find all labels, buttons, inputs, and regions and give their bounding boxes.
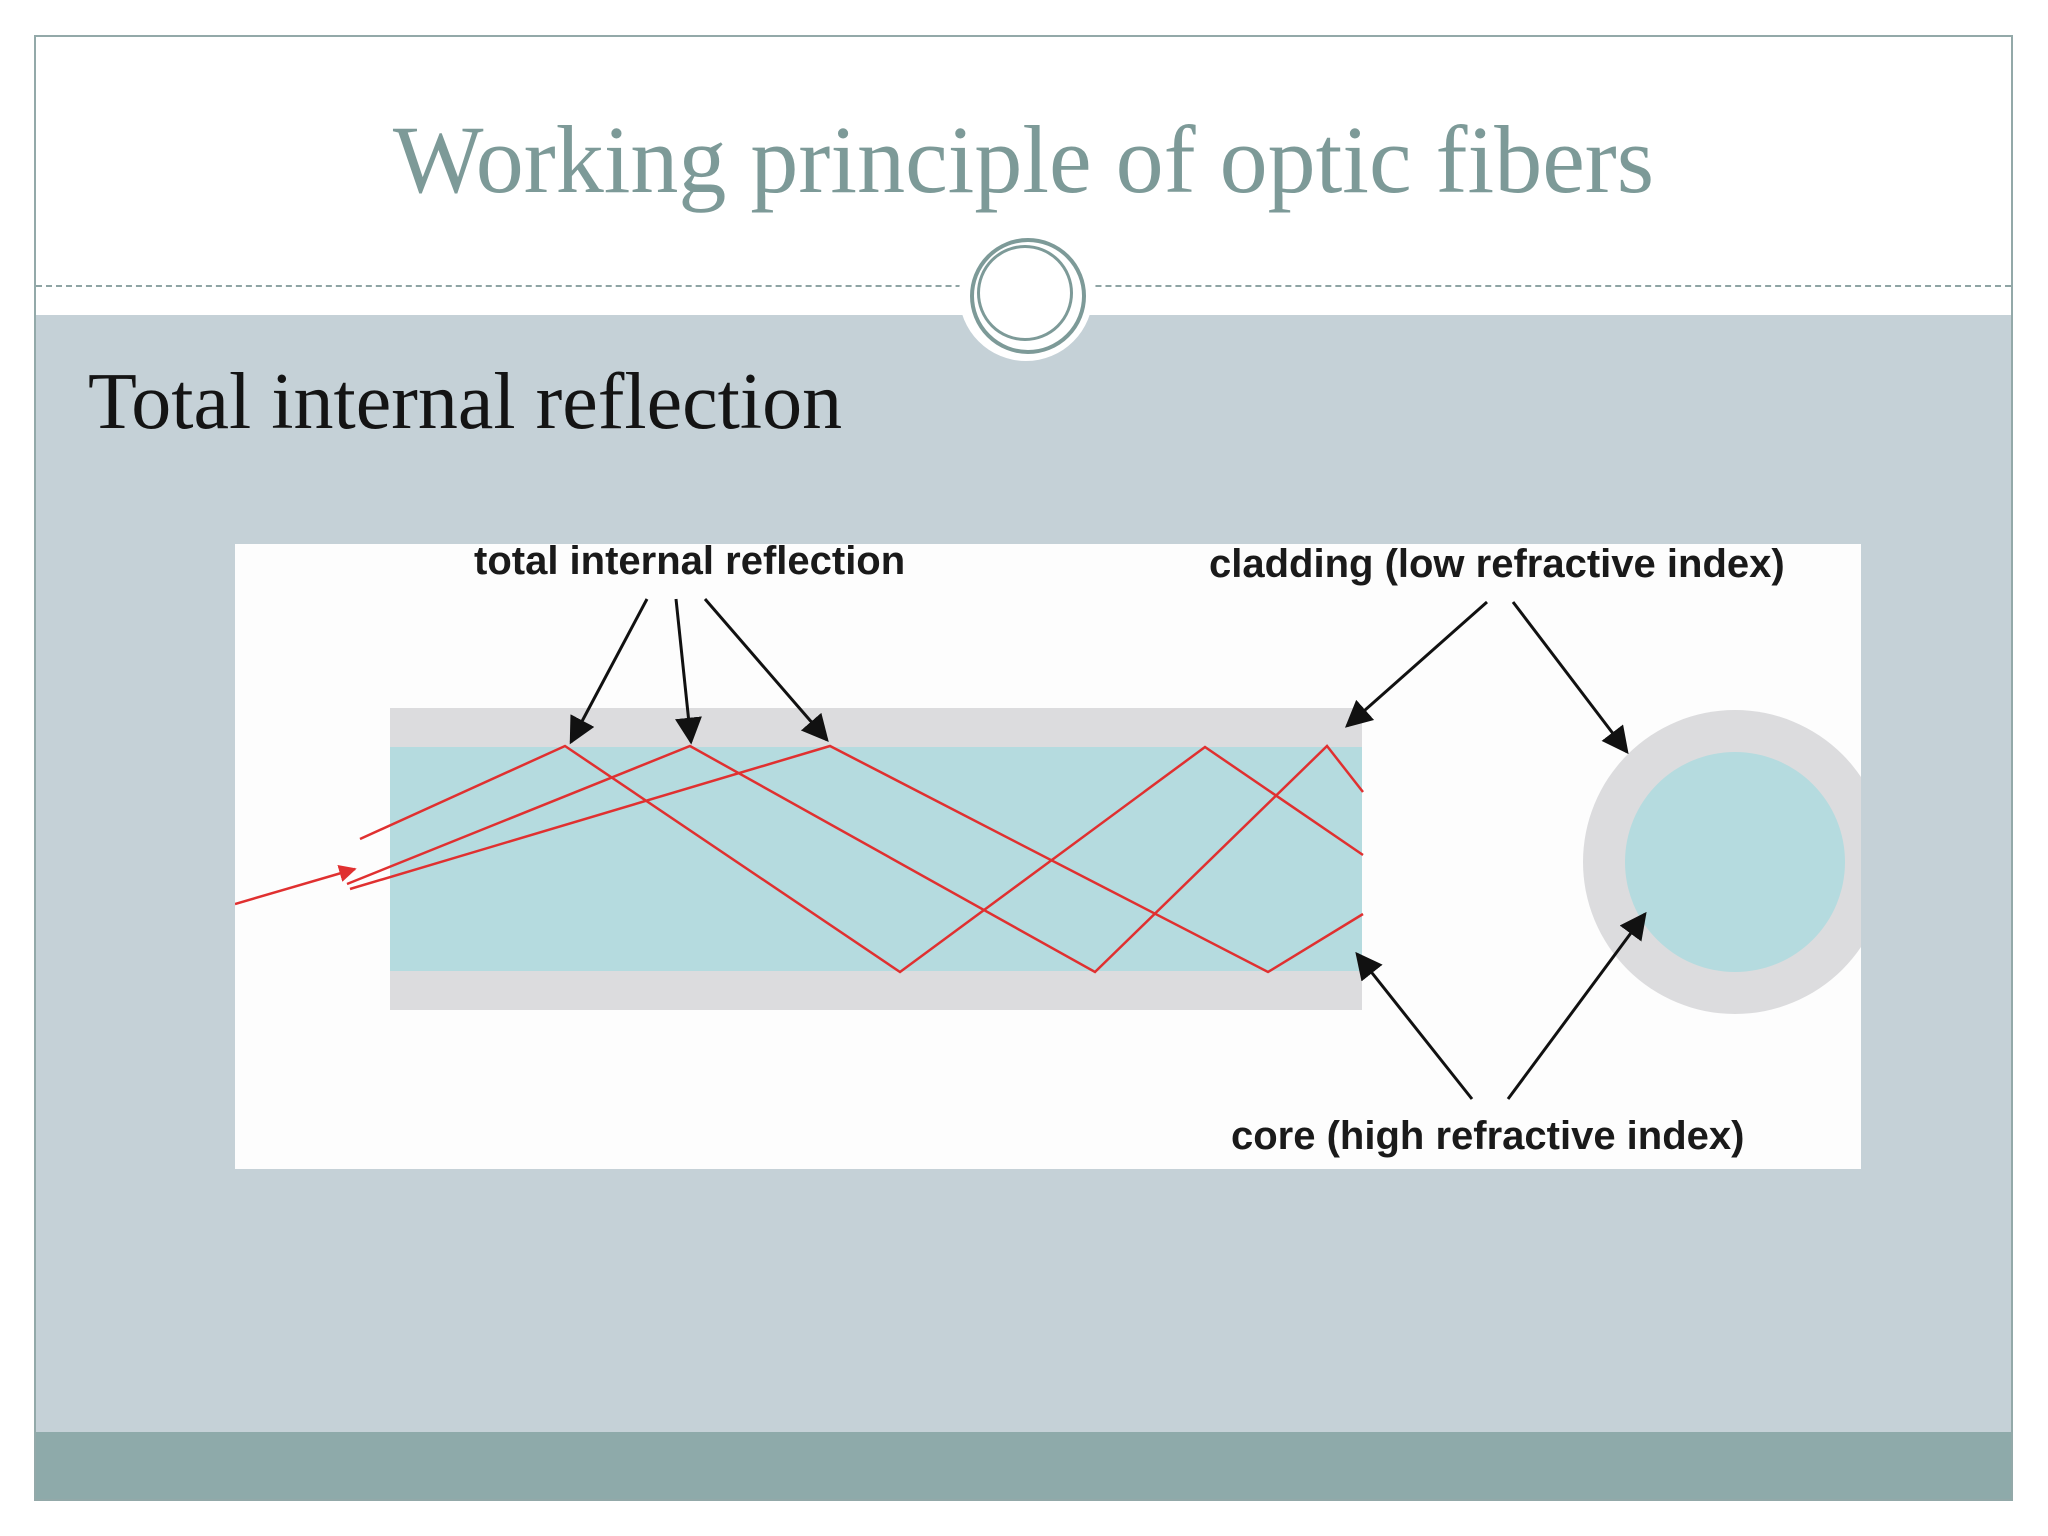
callout-arrows xyxy=(569,598,1647,1100)
cladding-arrow-cross xyxy=(1511,601,1629,755)
core-arrow-side xyxy=(1355,951,1474,1100)
core-label: core (high refractive index) xyxy=(1231,1114,1744,1158)
fiber-diagram-svg: total internal reflection cladding (low … xyxy=(235,544,1861,1158)
incident-ray xyxy=(235,865,357,906)
tir-label: total internal reflection xyxy=(474,544,905,583)
core-strip xyxy=(390,747,1362,971)
slide: Working principle of optic fibers Total … xyxy=(34,35,2013,1501)
cladding-label: cladding (low refractive index) xyxy=(1209,544,1785,586)
footer-band xyxy=(36,1432,2011,1499)
core-cross-section xyxy=(1625,752,1845,972)
slide-subtitle: Total internal reflection xyxy=(88,358,843,446)
ornament-outer-ring xyxy=(970,238,1086,354)
core-arrow-cross xyxy=(1506,911,1647,1100)
tir-arrow-1 xyxy=(569,598,649,745)
tir-arrow-3 xyxy=(703,598,829,743)
ray-path-1 xyxy=(359,744,1364,974)
ray-path-2 xyxy=(346,744,1364,974)
divider-ornament-icon xyxy=(959,227,1093,361)
cladding-arrow-side xyxy=(1344,600,1488,728)
ray-path-3 xyxy=(349,744,1364,974)
light-rays xyxy=(235,744,1364,974)
slide-title: Working principle of optic fibers xyxy=(392,106,1655,213)
tir-arrow-2 xyxy=(674,598,702,745)
ornament-inner-ring xyxy=(977,245,1073,341)
fiber-diagram: total internal reflection cladding (low … xyxy=(235,544,1861,1169)
